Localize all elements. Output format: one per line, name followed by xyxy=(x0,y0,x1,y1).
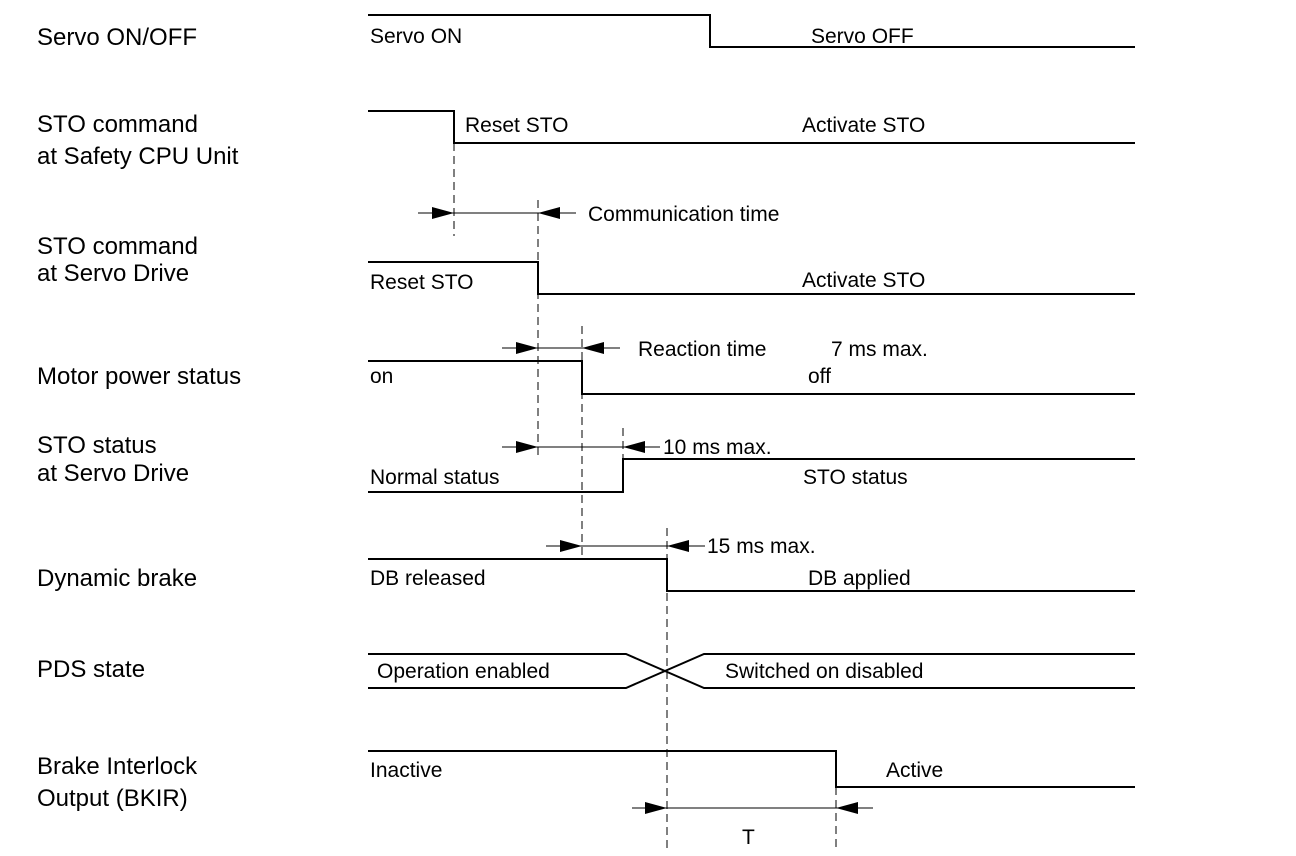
label-motor-power-status: Motor power status xyxy=(37,363,241,390)
text-safety-activate-sto: Activate STO xyxy=(802,114,925,137)
text-drive-reset-sto: Reset STO xyxy=(370,271,473,294)
text-drive-activate-sto: Activate STO xyxy=(802,269,925,292)
text-inactive: Inactive xyxy=(370,759,442,782)
label-sto-command-drive-2: at Servo Drive xyxy=(37,260,189,287)
text-t: T xyxy=(742,826,755,849)
text-db-released: DB released xyxy=(370,567,486,590)
dimension-communication-arrow-right xyxy=(538,207,560,219)
waveform-sto-status xyxy=(368,458,1135,493)
label-sto-command-drive-1: STO command xyxy=(37,233,198,260)
waveform-pds-lower xyxy=(368,653,1135,689)
dimension-t-arrow-right xyxy=(836,802,858,814)
text-reaction-max: 7 ms max. xyxy=(831,338,928,361)
dimension-communication-arrow-left xyxy=(432,207,454,219)
text-sto-status-max: 10 ms max. xyxy=(663,436,772,459)
dimension-db-arrow-left xyxy=(560,540,582,552)
text-servo-off: Servo OFF xyxy=(811,25,914,48)
label-brake-interlock-1: Brake Interlock xyxy=(37,753,198,780)
dimension-reaction-arrow-left xyxy=(516,342,538,354)
text-motor-on: on xyxy=(370,365,393,388)
text-reaction-time: Reaction time xyxy=(638,338,766,361)
dimension-sto-status-arrow-left xyxy=(516,441,538,453)
text-safety-reset-sto: Reset STO xyxy=(465,114,568,137)
text-sto-status: STO status xyxy=(803,466,908,489)
text-active: Active xyxy=(886,759,943,782)
label-pds-state: PDS state xyxy=(37,656,145,683)
label-sto-status-2: at Servo Drive xyxy=(37,460,189,487)
text-switched-on-disabled: Switched on disabled xyxy=(725,660,923,683)
text-motor-off: off xyxy=(808,365,831,388)
dimension-reaction-arrow-right xyxy=(582,342,604,354)
text-communication-time: Communication time xyxy=(588,203,779,226)
label-servo-on-off: Servo ON/OFF xyxy=(37,24,197,51)
text-db-applied: DB applied xyxy=(808,567,911,590)
label-sto-command-safety-1: STO command xyxy=(37,111,198,138)
label-brake-interlock-2: Output (BKIR) xyxy=(37,785,188,812)
waveform-bkir xyxy=(368,750,1135,788)
label-sto-command-safety-2: at Safety CPU Unit xyxy=(37,143,239,170)
text-operation-enabled: Operation enabled xyxy=(377,660,550,683)
waveform-sto-drive xyxy=(368,261,1135,295)
label-dynamic-brake: Dynamic brake xyxy=(37,565,197,592)
label-sto-status-1: STO status xyxy=(37,432,157,459)
dimension-t-arrow-left xyxy=(645,802,667,814)
text-normal-status: Normal status xyxy=(370,466,500,489)
waveform-servo xyxy=(368,14,1135,48)
dimension-db-arrow-right xyxy=(667,540,689,552)
dimension-sto-status-arrow-right xyxy=(623,441,645,453)
waveform-motor-power xyxy=(368,360,1135,395)
text-db-max: 15 ms max. xyxy=(707,535,816,558)
waveform-sto-safety xyxy=(368,110,1135,144)
text-servo-on: Servo ON xyxy=(370,25,462,48)
